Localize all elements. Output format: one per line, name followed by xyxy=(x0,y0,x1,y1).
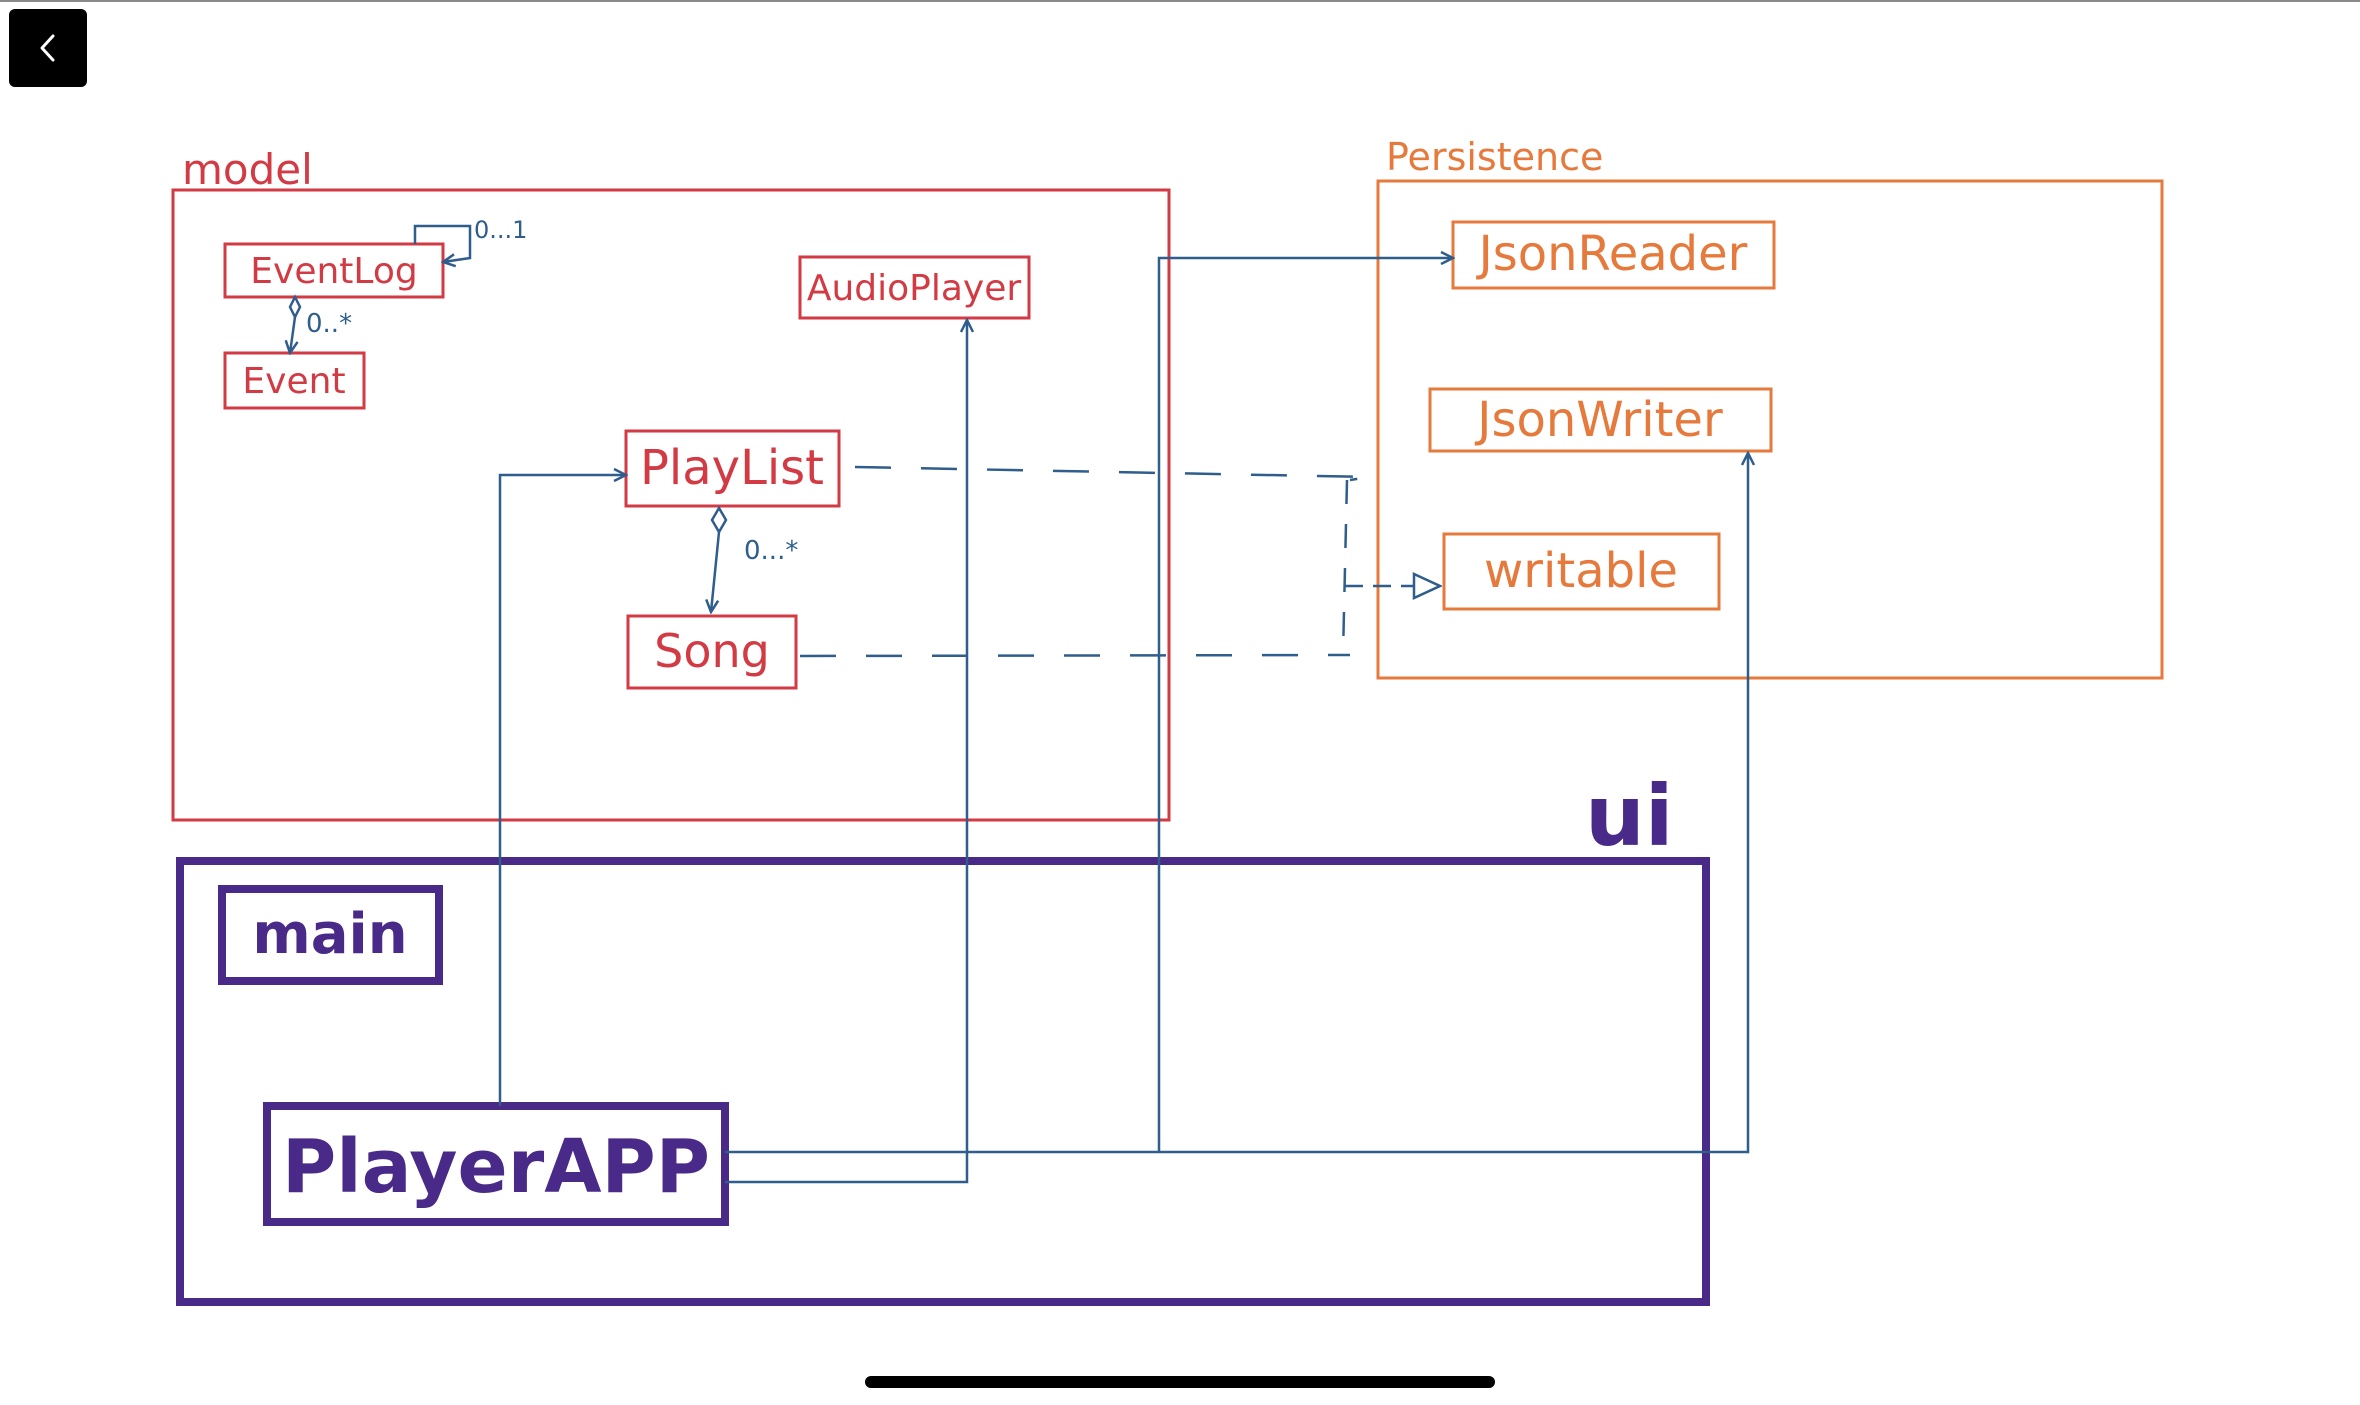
writable-label: writable xyxy=(1484,543,1678,599)
class-jsonwriter[interactable]: JsonWriter xyxy=(1428,387,1773,453)
top-divider xyxy=(0,0,2360,2)
class-event[interactable]: Event xyxy=(223,351,366,410)
model-package-frame xyxy=(171,188,1171,822)
event-label: Event xyxy=(242,361,345,402)
writable-box xyxy=(1442,532,1721,611)
class-audioplayer[interactable]: AudioPlayer xyxy=(798,255,1031,320)
playlist-label: PlayList xyxy=(640,440,824,496)
eventlog-aggregation-diamond xyxy=(288,294,302,320)
class-main[interactable]: main xyxy=(218,885,443,985)
playerapp-playlist-link xyxy=(498,475,626,1106)
class-writable[interactable]: writable xyxy=(1442,532,1721,611)
playlist-song-link xyxy=(711,531,721,612)
ui-package-label: ui xyxy=(1585,767,1674,865)
song-label: Song xyxy=(654,624,770,678)
playerapp-jsonreader-link xyxy=(1157,258,1453,1152)
song-box xyxy=(626,614,798,690)
main-label: main xyxy=(252,902,407,967)
playerapp-label: PlayerAPP xyxy=(282,1124,710,1210)
persistence-package-frame xyxy=(1376,179,2164,680)
eventlog-self-association xyxy=(413,224,472,262)
connectors xyxy=(288,224,1748,1184)
playlist-writable-dashed xyxy=(854,465,1371,482)
audioplayer-box xyxy=(798,255,1031,320)
persistence-package: Persistence JsonReader JsonWriter writab… xyxy=(1376,135,2164,680)
realization-vertical-dashed xyxy=(1341,479,1349,656)
jsonwriter-label: JsonWriter xyxy=(1474,392,1723,448)
class-song[interactable]: Song xyxy=(626,614,798,690)
playlist-song-multiplicity: 0...* xyxy=(744,536,798,566)
playerapp-box xyxy=(263,1102,729,1226)
class-eventlog[interactable]: EventLog xyxy=(223,242,445,299)
playlist-aggregation-diamond xyxy=(710,505,728,535)
chevron-left-icon xyxy=(40,34,55,62)
class-jsonreader[interactable]: JsonReader xyxy=(1451,220,1776,290)
home-indicator xyxy=(865,1376,1495,1388)
model-package: model EventLog Event AudioPlayer PlayLis… xyxy=(171,145,1171,822)
ui-package-frame xyxy=(176,857,1710,1306)
eventlog-label: EventLog xyxy=(250,251,417,292)
eventlog-event-multiplicity: 0..* xyxy=(306,309,352,339)
jsonwriter-box xyxy=(1428,387,1773,453)
song-writable-dashed xyxy=(799,653,1351,658)
playerapp-audioplayer-link xyxy=(725,320,967,1184)
model-package-label: model xyxy=(182,145,313,194)
multiplicity-labels: 0...1 0..* 0...* xyxy=(306,216,798,566)
class-playlist[interactable]: PlayList xyxy=(624,429,841,508)
class-playerapp[interactable]: PlayerAPP xyxy=(263,1102,729,1226)
jsonreader-label: JsonReader xyxy=(1476,226,1748,282)
persistence-package-label: Persistence xyxy=(1386,135,1603,179)
eventlog-event-link xyxy=(290,316,295,353)
ui-package: ui main PlayerAPP xyxy=(176,767,1710,1306)
eventlog-box xyxy=(223,242,445,299)
main-box xyxy=(218,885,443,985)
back-button[interactable] xyxy=(9,9,87,87)
playerapp-jsonwriter-link xyxy=(725,453,1748,1154)
eventlog-self-multiplicity: 0...1 xyxy=(474,216,527,244)
audioplayer-label: AudioPlayer xyxy=(807,268,1022,309)
